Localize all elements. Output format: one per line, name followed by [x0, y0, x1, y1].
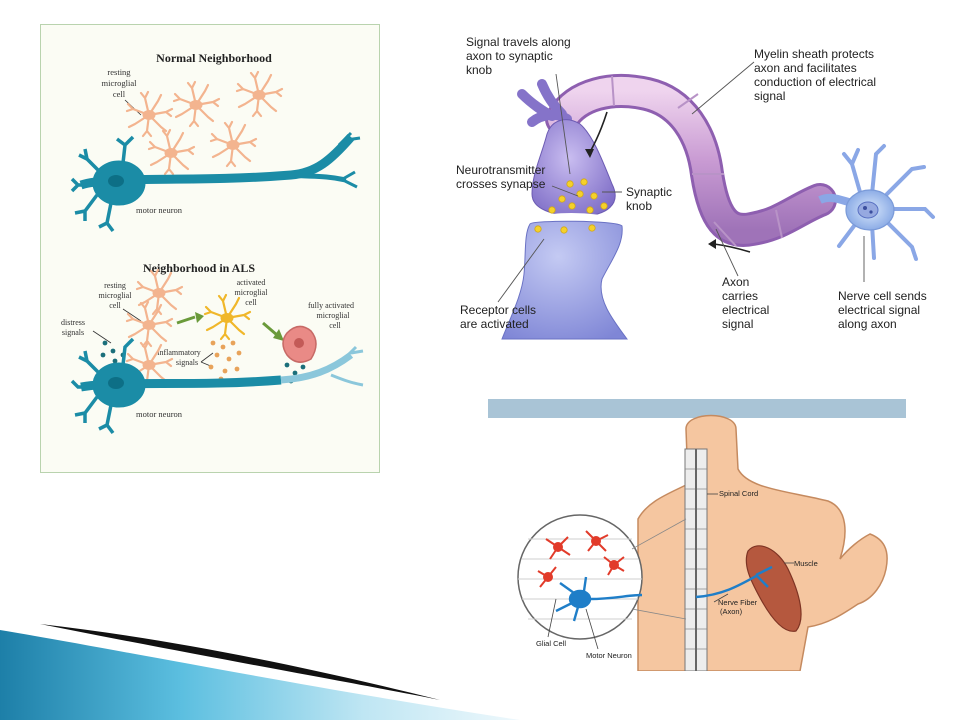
- axon-carries-line-3: electrical: [722, 303, 769, 317]
- signal-travels-line-3: knob: [466, 63, 492, 77]
- spinal-cord-diagram-svg: Spinal Cord Muscle Nerve Fiber (Axon) Gl…: [488, 399, 906, 672]
- als-title: Neighborhood in ALS: [143, 261, 255, 275]
- distress-label-2: signals: [62, 328, 84, 337]
- muscle-label: Muscle: [794, 559, 818, 568]
- distress-label-1: distress: [61, 318, 85, 327]
- fully-activated-label-2: microglial: [317, 311, 351, 320]
- nerve-cell-line-2: electrical signal: [838, 303, 920, 317]
- als-resting-label: resting microglial cell: [99, 281, 133, 310]
- spinal-cord-label: Spinal Cord: [719, 489, 758, 498]
- motor-neuron-label: Motor Neuron: [586, 651, 632, 660]
- neurotransmitter-label: Neurotransmitter crosses synapse: [456, 163, 546, 191]
- als-motor-neuron: [70, 337, 364, 435]
- axon-carries-line-2: carries: [722, 289, 758, 303]
- als-motor-label: motor neuron: [136, 409, 183, 419]
- als-resting-label-1: resting: [104, 281, 126, 290]
- slide-bottom-decoration: [0, 624, 520, 720]
- als-resting-label-3: cell: [109, 301, 121, 310]
- inflammatory-label-1: inflammatory: [157, 348, 201, 357]
- normal-resting-label-1: resting: [107, 67, 131, 77]
- normal-resting-label-3: cell: [113, 89, 126, 99]
- spinal-cord-diagram: Spinal Cord Muscle Nerve Fiber (Axon) Gl…: [488, 399, 906, 672]
- als-diagram-svg: Normal Neighborhood resting microglial c…: [61, 51, 364, 435]
- normal-motor-neuron: [70, 131, 361, 233]
- activated-label-1: activated: [237, 278, 266, 287]
- neurotransmitter-dots: [534, 178, 608, 234]
- axon-carries-line-1: Axon: [722, 275, 749, 289]
- fully-activated-label-1: fully activated: [308, 301, 354, 310]
- synapse-diagram-svg: Signal travels along axon to synaptic kn…: [456, 35, 935, 340]
- nerve-cell-label: Nerve cell sends electrical signal along…: [838, 289, 927, 331]
- myelin-line-2: axon and facilitates: [754, 61, 857, 75]
- normal-resting-label-2: microglial: [102, 78, 138, 88]
- fully-activated-microglia: [282, 325, 317, 363]
- signal-travels-line-1: Signal travels along: [466, 35, 571, 49]
- blue-swoosh: [0, 630, 520, 720]
- myelinated-axon: [548, 77, 834, 244]
- nerve-cell-line-3: along axon: [838, 317, 897, 331]
- nerve-cell: [818, 144, 935, 261]
- activated-label-3: cell: [245, 298, 257, 307]
- signal-travels-label: Signal travels along axon to synaptic kn…: [466, 35, 571, 77]
- synaptic-knob-line-2: knob: [626, 199, 652, 213]
- nerve-fiber: [695, 565, 773, 599]
- inflammatory-label: inflammatory signals: [157, 348, 201, 367]
- myelin-line-1: Myelin sheath protects: [754, 47, 874, 61]
- black-swoosh: [40, 624, 440, 700]
- normal-microglia: [125, 70, 284, 176]
- nerve-fiber-label-2: (Axon): [720, 607, 743, 616]
- receptor-line-2: are activated: [460, 317, 529, 331]
- fully-activated-label-3: cell: [329, 321, 341, 330]
- receptor-cell: [501, 220, 628, 340]
- neurotransmitter-line-2: crosses synapse: [456, 177, 546, 191]
- receptor-line-1: Receptor cells: [460, 303, 536, 317]
- fully-activated-label: fully activated microglial cell: [308, 301, 354, 330]
- signal-travels-line-2: axon to synaptic: [466, 49, 553, 63]
- myelin-line-4: signal: [754, 89, 785, 103]
- title-banner: [488, 399, 906, 418]
- axon-carries-label: Axon carries electrical signal: [722, 275, 769, 331]
- receptor-label: Receptor cells are activated: [460, 303, 536, 331]
- myelin-nodes: [611, 75, 783, 247]
- motor-neuron-cell: [555, 576, 643, 622]
- glial-cells: [537, 530, 625, 588]
- normal-title: Normal Neighborhood: [156, 51, 272, 65]
- inflammatory-signal-dots: [208, 340, 242, 382]
- nerve-cell-line-1: Nerve cell sends: [838, 289, 927, 303]
- als-resting-label-2: microglial: [99, 291, 133, 300]
- magnified-view: [517, 514, 643, 640]
- distress-label: distress signals: [61, 318, 85, 337]
- normal-motor-label: motor neuron: [136, 205, 183, 215]
- synapse-diagram: Signal travels along axon to synaptic kn…: [452, 24, 942, 342]
- axon-carries-line-4: signal: [722, 317, 753, 331]
- neurotransmitter-line-1: Neurotransmitter: [456, 163, 545, 177]
- glial-cell-label: Glial Cell: [536, 639, 566, 648]
- nerve-fiber-label-1: Nerve Fiber: [718, 598, 758, 607]
- activated-label: activated microglial cell: [235, 278, 269, 307]
- synaptic-knob-label: Synaptic knob: [626, 185, 672, 213]
- activated-label-2: microglial: [235, 288, 269, 297]
- activated-microglia: [203, 293, 252, 341]
- myelin-line-3: conduction of electrical: [754, 75, 876, 89]
- inflammatory-label-2: signals: [176, 358, 198, 367]
- muscle: [745, 545, 802, 632]
- normal-resting-label: resting microglial cell: [102, 67, 138, 99]
- als-neighborhood-diagram: Normal Neighborhood resting microglial c…: [40, 24, 380, 473]
- myelin-label: Myelin sheath protects axon and facilita…: [754, 47, 876, 103]
- synaptic-knob-line-1: Synaptic: [626, 185, 672, 199]
